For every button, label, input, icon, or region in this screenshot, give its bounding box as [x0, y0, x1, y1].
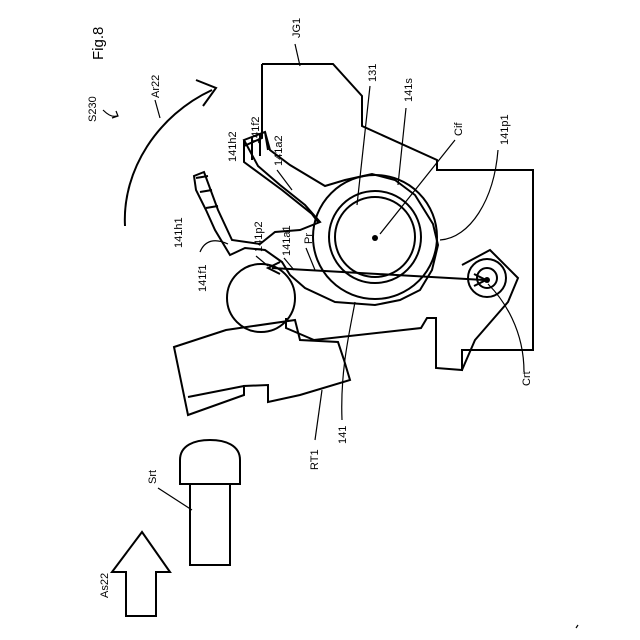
leader-rt1	[315, 390, 322, 440]
corner-mark	[576, 625, 578, 628]
label-rt1: RT1	[309, 449, 321, 470]
leader-srt	[158, 488, 192, 510]
leader-141p1	[440, 150, 498, 240]
label-141s: 141s	[403, 78, 415, 102]
label-pr: Pr	[303, 233, 315, 244]
label-141a2: 141a2	[273, 135, 285, 166]
label-cif: Cif	[453, 122, 465, 136]
step-arrow	[103, 110, 117, 116]
label-ar22: Ar22	[150, 75, 162, 98]
label-141h2: 141h2	[227, 131, 239, 162]
leader-jg1	[295, 44, 300, 66]
center-point-cif	[372, 235, 378, 241]
step-label: S230	[87, 96, 99, 122]
rotation-arrow-ar22	[125, 90, 212, 226]
label-141f1: 141f1	[197, 264, 209, 292]
body-rt1-step	[188, 386, 244, 397]
leader-crt	[488, 284, 524, 372]
leader-131	[357, 86, 370, 205]
label-131: 131	[367, 64, 379, 82]
label-141: 141	[337, 426, 349, 444]
leader-ar22	[155, 100, 160, 118]
line-pr	[272, 268, 484, 280]
label-as22: As22	[99, 573, 111, 598]
label-crt: Crt	[521, 371, 533, 386]
label-141h1: 141h1	[173, 217, 185, 248]
rod-srt-shaft	[190, 484, 230, 565]
body-rt1	[174, 320, 350, 415]
label-jg1: JG1	[291, 18, 303, 38]
label-141f2: 141f2	[250, 116, 262, 144]
rod-srt-head	[180, 440, 240, 484]
step-arrowhead	[112, 111, 118, 118]
jig-jg1-body	[262, 64, 533, 370]
figure-title: Fig.8	[90, 27, 107, 60]
label-srt: Srt	[147, 470, 159, 484]
label-141p1: 141p1	[499, 114, 511, 145]
push-arrow-as22	[112, 532, 170, 616]
label-141a1: 141a1	[281, 225, 293, 256]
label-141p2: 141p2	[253, 221, 265, 252]
